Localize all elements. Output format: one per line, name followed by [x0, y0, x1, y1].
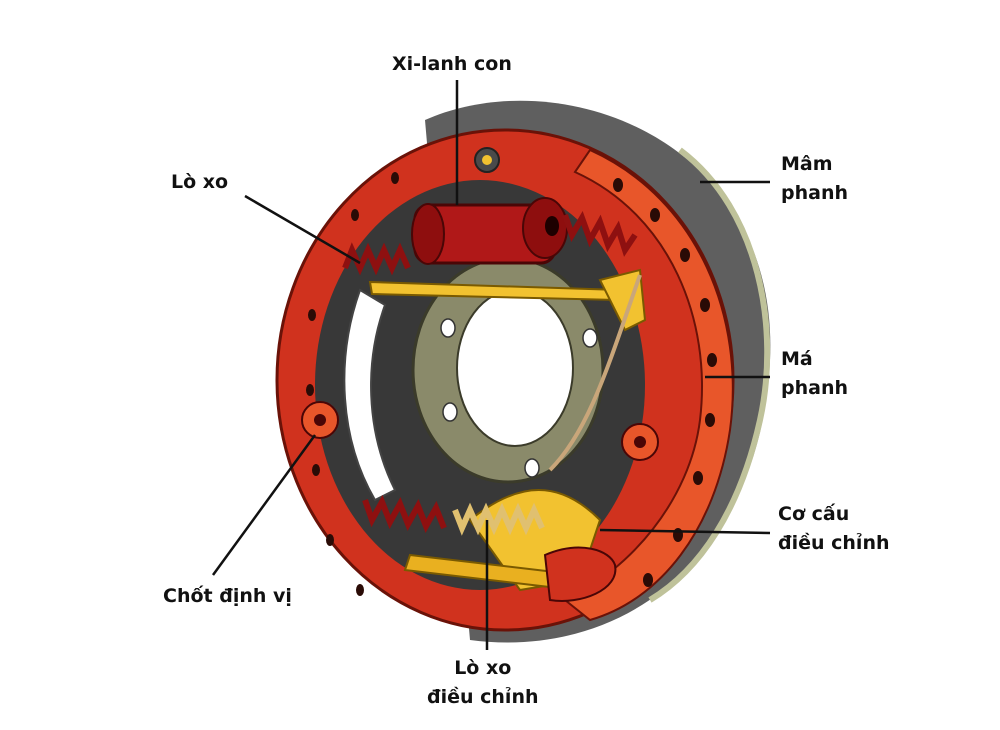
- return-spring-left: [342, 242, 411, 276]
- locating-pin-left: [301, 401, 339, 439]
- brake-lining-holes: [306, 172, 717, 596]
- shoe-web-left: [343, 288, 397, 502]
- label-backing-plate: Mâm phanh: [781, 153, 849, 204]
- adjuster-cable: [548, 274, 642, 472]
- adjuster-lever: [543, 546, 617, 602]
- leader-locating-pin: [211, 434, 317, 576]
- wheel-cylinder: [411, 147, 568, 265]
- label-wheel-cylinder: Xi-lanh con: [392, 53, 512, 75]
- label-brake-shoe: Má phanh: [781, 348, 849, 399]
- locating-pin-right: [621, 423, 659, 461]
- wheel-hub: [411, 256, 605, 484]
- label-spring: Lò xo: [171, 171, 229, 193]
- adjuster-spring: [452, 502, 545, 536]
- leader-spring: [244, 194, 361, 265]
- return-spring-right: [562, 210, 638, 257]
- leader-lines: [211, 80, 771, 650]
- label-locating-pin: Chốt định vị: [163, 585, 292, 607]
- label-adjuster: Cơ cấu điều chỉnh: [778, 503, 890, 554]
- lower-return-spring: [362, 495, 447, 533]
- label-adjuster-spring: Lò xo điều chỉnh: [427, 657, 539, 708]
- leader-adjuster: [599, 528, 771, 535]
